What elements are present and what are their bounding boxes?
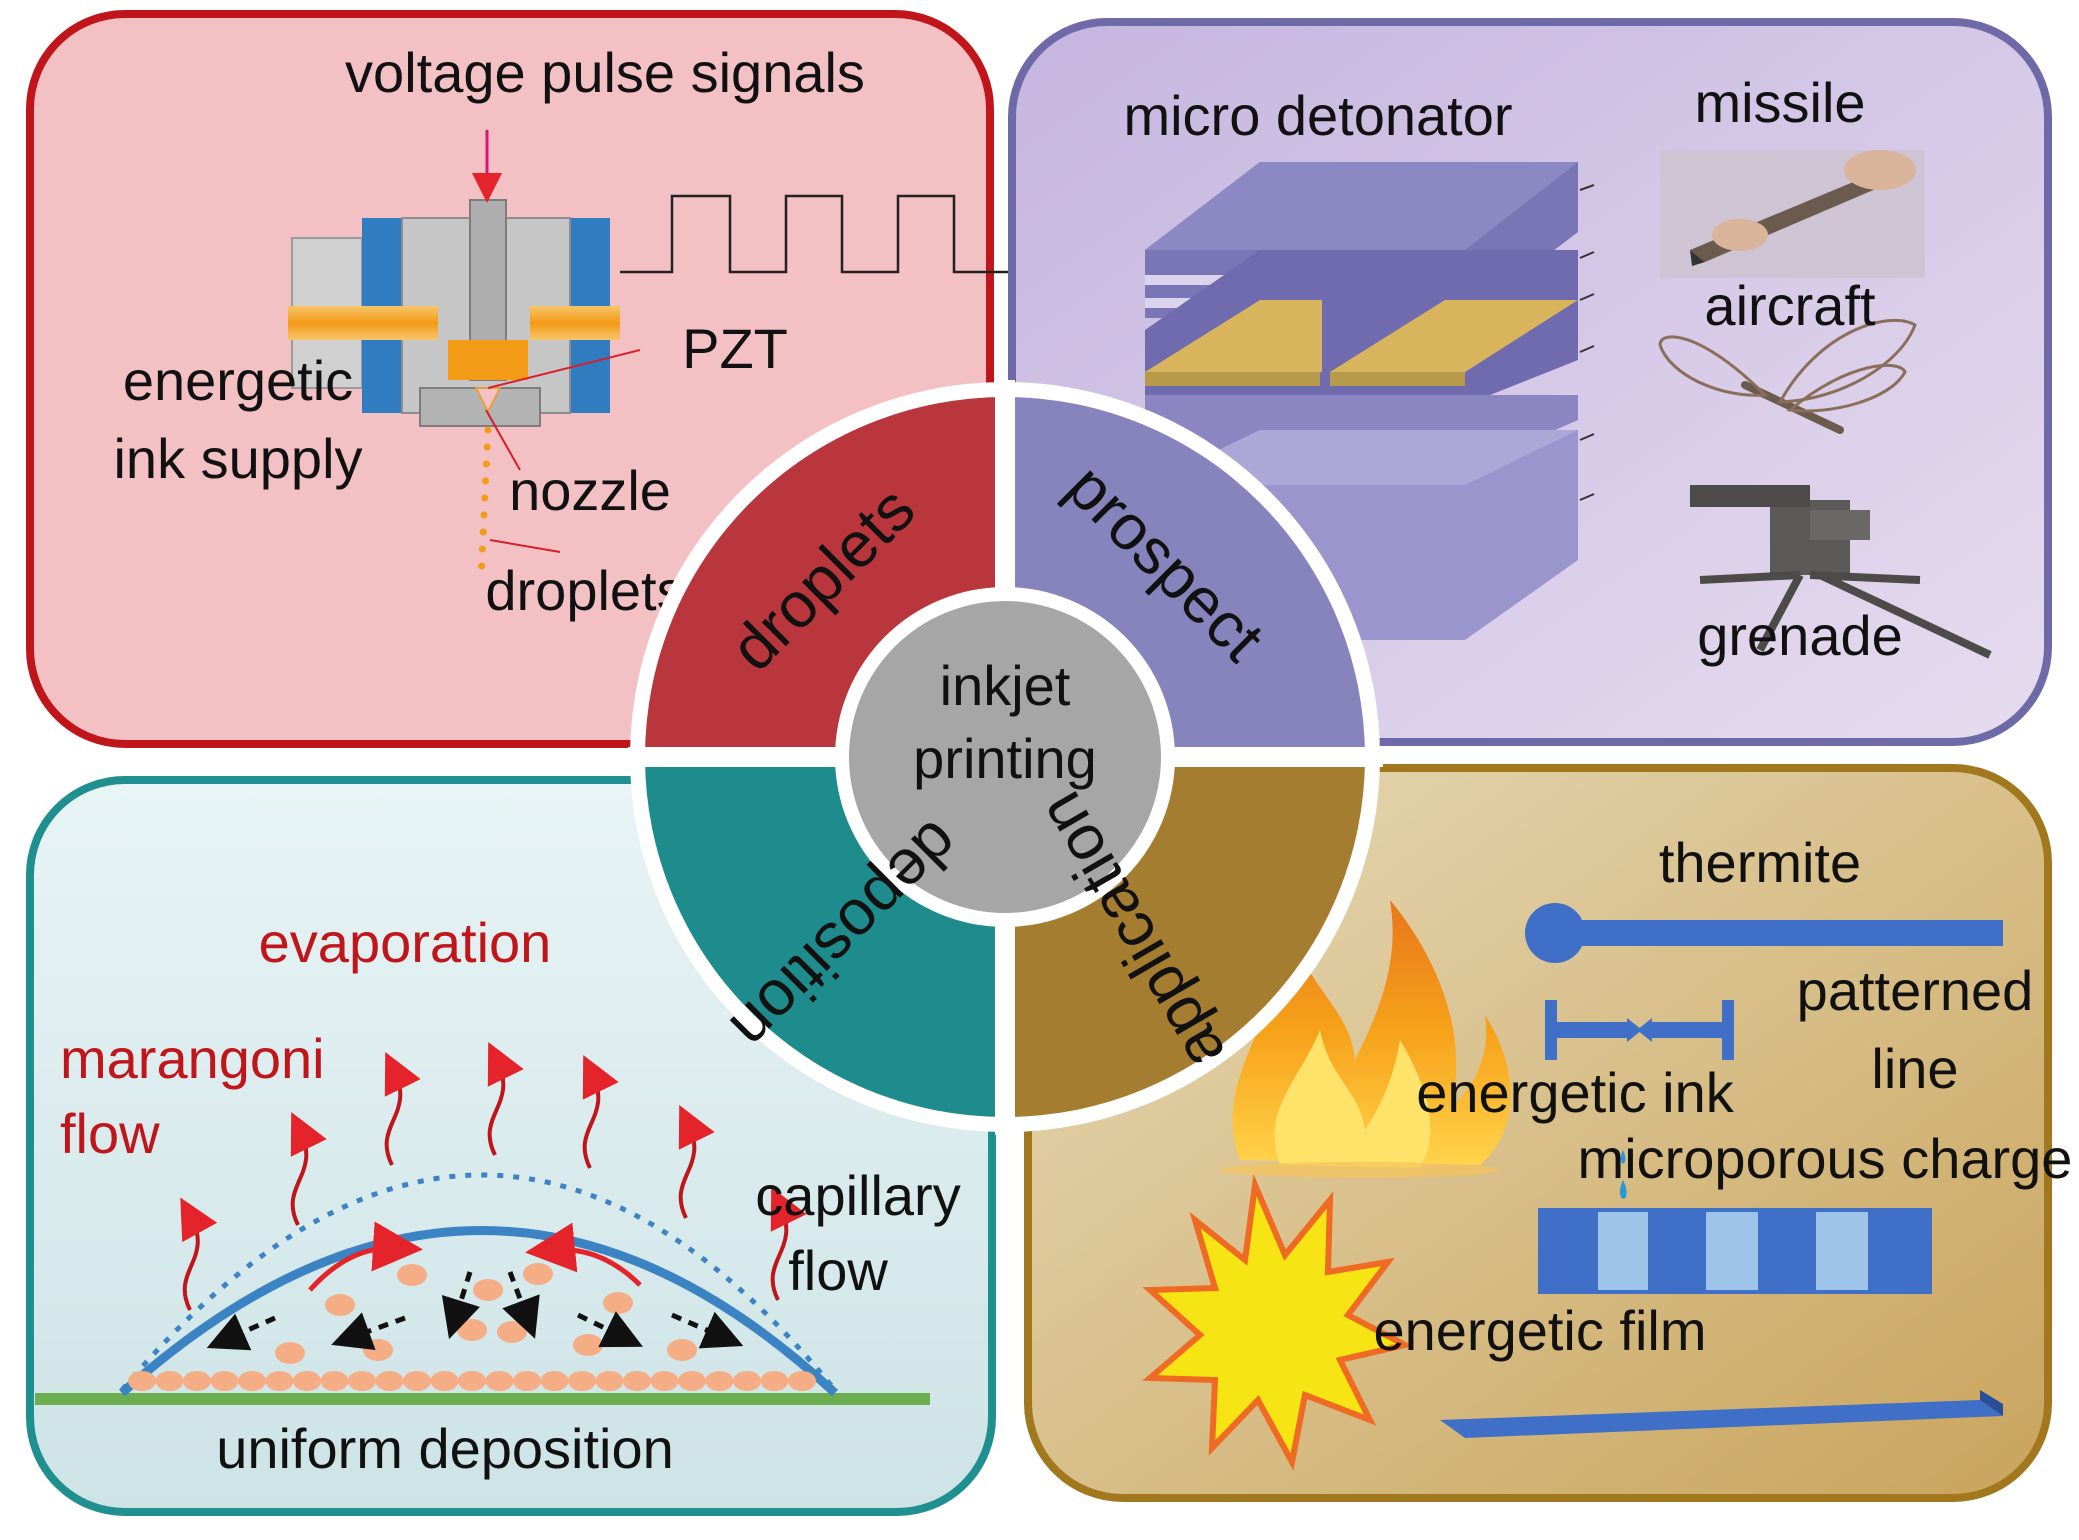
capillary-flow-arrows bbox=[206, 1271, 744, 1351]
ink-droplet bbox=[482, 477, 490, 485]
deposited-particle bbox=[733, 1371, 761, 1391]
ink-droplet bbox=[478, 562, 486, 570]
deposited-particle bbox=[788, 1371, 816, 1391]
center-label-line1: inkjet bbox=[940, 654, 1071, 717]
deposited-particle bbox=[568, 1371, 596, 1391]
microporous-charge bbox=[1538, 1150, 1932, 1294]
deposited-particle bbox=[678, 1371, 706, 1391]
capillary-label-line2: flow bbox=[788, 1239, 888, 1302]
substrate-line bbox=[35, 1393, 930, 1405]
grenade-label: grenade bbox=[1697, 604, 1903, 667]
droplets-label: droplets bbox=[485, 559, 684, 622]
nozzle-label: nozzle bbox=[509, 459, 671, 522]
evaporation-label: evaporation bbox=[259, 911, 552, 974]
ink-supply-label-line1: energetic bbox=[123, 349, 353, 412]
thermite-rod bbox=[1525, 903, 2003, 963]
ink-droplet bbox=[479, 528, 487, 536]
ink-droplet bbox=[478, 545, 486, 553]
deposited-particle bbox=[238, 1371, 266, 1391]
energetic-ink-label: energetic ink bbox=[1416, 1061, 1735, 1124]
voltage-pulse-label: voltage pulse signals bbox=[345, 41, 865, 104]
marangoni-label-line1: marangoni bbox=[60, 1027, 325, 1090]
deposited-particle bbox=[403, 1371, 431, 1391]
center-wheel: inkjet printing droplets prospect deposi… bbox=[628, 380, 1383, 1135]
deposited-particle bbox=[265, 1371, 294, 1391]
micro-detonator-label: micro detonator bbox=[1123, 84, 1512, 147]
center-label-line2: printing bbox=[913, 727, 1097, 790]
missile-image bbox=[1660, 150, 1925, 278]
patterned-line-label-line2: line bbox=[1871, 1037, 1958, 1100]
deposited-particle bbox=[540, 1371, 569, 1391]
aircraft-label: aircraft bbox=[1704, 274, 1876, 337]
droplet-stream bbox=[478, 426, 492, 570]
deposited-particle bbox=[485, 1371, 514, 1391]
aircraft-image bbox=[1658, 318, 1917, 434]
deposited-particle bbox=[705, 1371, 734, 1391]
deposited-particle bbox=[430, 1371, 459, 1391]
deposited-particles bbox=[128, 1371, 816, 1391]
deposited-particle bbox=[595, 1371, 624, 1391]
ink-droplet bbox=[484, 426, 492, 434]
thermite-label: thermite bbox=[1659, 831, 1861, 894]
voltage-pulse-waveform bbox=[620, 194, 1008, 274]
deposited-particle bbox=[623, 1371, 651, 1391]
deposited-particle bbox=[210, 1371, 239, 1391]
deposited-particle bbox=[320, 1371, 349, 1391]
missile-label: missile bbox=[1694, 71, 1865, 134]
pzt-label: PZT bbox=[682, 317, 788, 380]
deposited-particle bbox=[760, 1371, 789, 1391]
deposited-particle bbox=[375, 1371, 404, 1391]
energetic-film bbox=[1440, 1390, 2003, 1438]
deposited-particle bbox=[183, 1371, 211, 1391]
marangoni-arrow-left bbox=[308, 1221, 423, 1292]
deposited-particle bbox=[650, 1371, 679, 1391]
marangoni-arrow-right bbox=[525, 1222, 642, 1287]
grenade-launcher-image bbox=[1690, 485, 1992, 659]
ink-droplet bbox=[480, 511, 488, 519]
explosion-burst-icon bbox=[1142, 1173, 1414, 1471]
deposited-particle bbox=[513, 1371, 541, 1391]
ink-droplet bbox=[481, 494, 489, 502]
deposited-particle bbox=[128, 1371, 156, 1391]
ink-supply-label-line2: ink supply bbox=[113, 427, 362, 490]
capillary-label-line1: capillary bbox=[755, 1164, 960, 1227]
deposited-particle bbox=[155, 1371, 184, 1391]
patterned-line-element bbox=[1545, 1000, 1734, 1060]
evaporation-arrows bbox=[180, 1042, 807, 1311]
ink-droplet bbox=[482, 460, 490, 468]
marangoni-label-line2: flow bbox=[60, 1102, 160, 1165]
ink-droplet bbox=[483, 443, 491, 451]
uniform-deposition-label: uniform deposition bbox=[216, 1417, 674, 1480]
center-hub bbox=[849, 601, 1161, 913]
deposited-particle bbox=[293, 1371, 321, 1391]
deposited-particle bbox=[458, 1371, 486, 1391]
energetic-film-label: energetic film bbox=[1373, 1299, 1706, 1362]
microporous-charge-label: microporous charge bbox=[1578, 1127, 2073, 1190]
patterned-line-label-line1: patterned bbox=[1797, 959, 2034, 1022]
deposited-particle bbox=[348, 1371, 376, 1391]
print-head-illustration bbox=[288, 130, 641, 570]
droplets-panel: voltage pulse signals PZT energetic ink … bbox=[26, 10, 1008, 748]
evaporating-dome-outline bbox=[120, 1172, 837, 1392]
